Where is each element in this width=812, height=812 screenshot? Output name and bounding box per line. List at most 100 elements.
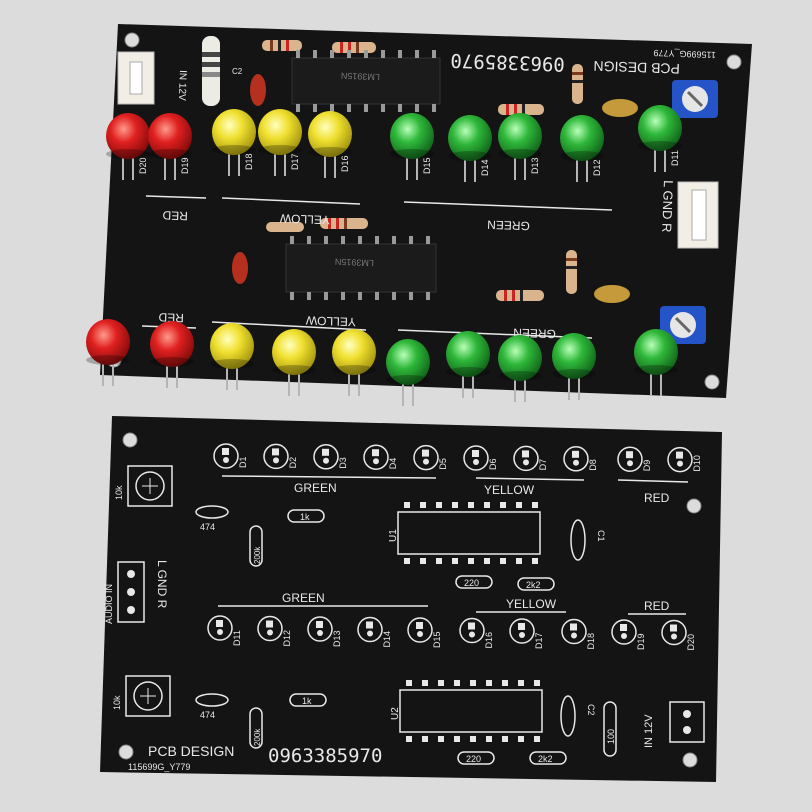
led-ref-label: D17 xyxy=(290,153,300,170)
ic-pin xyxy=(392,292,396,300)
led-ref-label: D17 xyxy=(534,632,544,649)
ic-pin xyxy=(347,50,351,58)
ic-label: LM3915N xyxy=(335,257,374,268)
row1-red-label: RED xyxy=(644,491,670,505)
ic-pad xyxy=(500,558,506,564)
resistor xyxy=(266,222,304,232)
res-footprint xyxy=(249,707,263,749)
ic-footprint-u1 xyxy=(397,511,541,555)
led-footprint: D4 xyxy=(363,444,398,470)
ic-pin xyxy=(296,50,300,58)
led-footprint: D3 xyxy=(313,444,348,470)
connector-pin xyxy=(129,61,143,95)
trimmer-footprint xyxy=(125,675,171,717)
audio-in-label: AUDIO IN xyxy=(104,584,114,624)
ic-pad xyxy=(532,558,538,564)
led-footprint: D19 xyxy=(611,619,646,650)
row2-red-label: RED xyxy=(644,599,670,613)
ic-pin xyxy=(375,236,379,244)
bottom-code-text: 115699G_Y779 xyxy=(128,762,190,772)
ic-pad xyxy=(452,502,458,508)
led xyxy=(498,335,542,402)
power-label: IN 12V xyxy=(643,714,655,748)
led-ref-label: D4 xyxy=(388,458,398,470)
bottom-pcb xyxy=(100,416,722,782)
ic-pad xyxy=(406,736,412,742)
led xyxy=(498,113,542,180)
ic-pad xyxy=(516,558,522,564)
led xyxy=(448,115,492,182)
led-ref-label: D18 xyxy=(586,633,596,650)
led-footprint: D17 xyxy=(509,618,544,649)
mount-hole xyxy=(726,54,742,70)
led-footprint: D9 xyxy=(617,446,652,472)
ic-pad xyxy=(470,680,476,686)
cap-footprint xyxy=(570,519,586,561)
led xyxy=(332,329,376,396)
row2-group-yellow: YELLOW xyxy=(305,313,356,329)
row1-green-label: GREEN xyxy=(294,481,337,495)
trimmer-label: 10k xyxy=(114,485,124,500)
res-footprint xyxy=(457,751,495,765)
res-footprint xyxy=(455,575,493,589)
led xyxy=(634,329,678,396)
led-ref-label: D7 xyxy=(538,459,548,471)
led-ref-label: D11 xyxy=(670,150,680,166)
led-ref-label: D12 xyxy=(592,159,602,176)
cap-label: C2 xyxy=(232,67,243,76)
ic-pad xyxy=(438,680,444,686)
led-ref-label: D15 xyxy=(422,157,432,174)
top-brand-text: PCB DESIGN xyxy=(593,58,680,77)
ic-pad xyxy=(454,680,460,686)
led xyxy=(272,329,316,396)
ic-pin xyxy=(330,50,334,58)
led-ref-label: D13 xyxy=(332,630,342,647)
resistor xyxy=(320,218,368,229)
ic-pad xyxy=(468,502,474,508)
ceramic-capacitor xyxy=(602,99,638,117)
res-footprint xyxy=(517,577,555,591)
led-footprint: D2 xyxy=(263,443,298,470)
ic-pad xyxy=(422,680,428,686)
ic-pin xyxy=(290,236,294,244)
cap-c1-label: C1 xyxy=(596,530,606,542)
top-code-text: 115699G_Y779 xyxy=(653,48,716,60)
ic-pin xyxy=(307,236,311,244)
led-ref-label: D13 xyxy=(530,157,540,174)
ic-pad xyxy=(422,736,428,742)
ic-pin xyxy=(324,292,328,300)
led-ref-label: D20 xyxy=(138,157,148,174)
ic-pad xyxy=(436,558,442,564)
res-200k-label: 200k xyxy=(253,546,262,564)
led-footprint: D14 xyxy=(357,616,392,648)
led-ref-label: D6 xyxy=(488,458,498,470)
led-ref-label: D10 xyxy=(692,455,702,472)
ic-chip: LM3915N xyxy=(291,57,441,105)
led xyxy=(212,109,256,176)
bottom-brand-text: PCB DESIGN xyxy=(148,743,234,759)
ic-pad xyxy=(420,558,426,564)
led-footprint: D20 xyxy=(661,619,696,651)
ic-pad xyxy=(534,736,540,742)
cap-474-label: 474 xyxy=(200,522,215,532)
ic-pin xyxy=(381,104,385,112)
ic-pin xyxy=(426,292,430,300)
ic-pin xyxy=(426,236,430,244)
led-ref-label: D8 xyxy=(588,459,598,471)
ceramic-capacitor xyxy=(594,285,630,303)
cap-footprint xyxy=(195,505,229,519)
cap-footprint xyxy=(560,695,576,737)
led-ref-label: D12 xyxy=(282,630,292,647)
top-audio-label: L GND R xyxy=(659,180,676,233)
res-2k2-label: 2k2 xyxy=(538,754,553,764)
led-ref-label: D14 xyxy=(480,159,490,176)
led-footprint: D13 xyxy=(307,616,342,647)
ic-u2-label: U2 xyxy=(390,707,401,720)
ic-pins xyxy=(290,50,436,300)
connector-pin xyxy=(691,189,707,241)
ic-pin xyxy=(358,236,362,244)
ic-pin xyxy=(341,236,345,244)
trimmer-label: 10k xyxy=(112,695,122,710)
